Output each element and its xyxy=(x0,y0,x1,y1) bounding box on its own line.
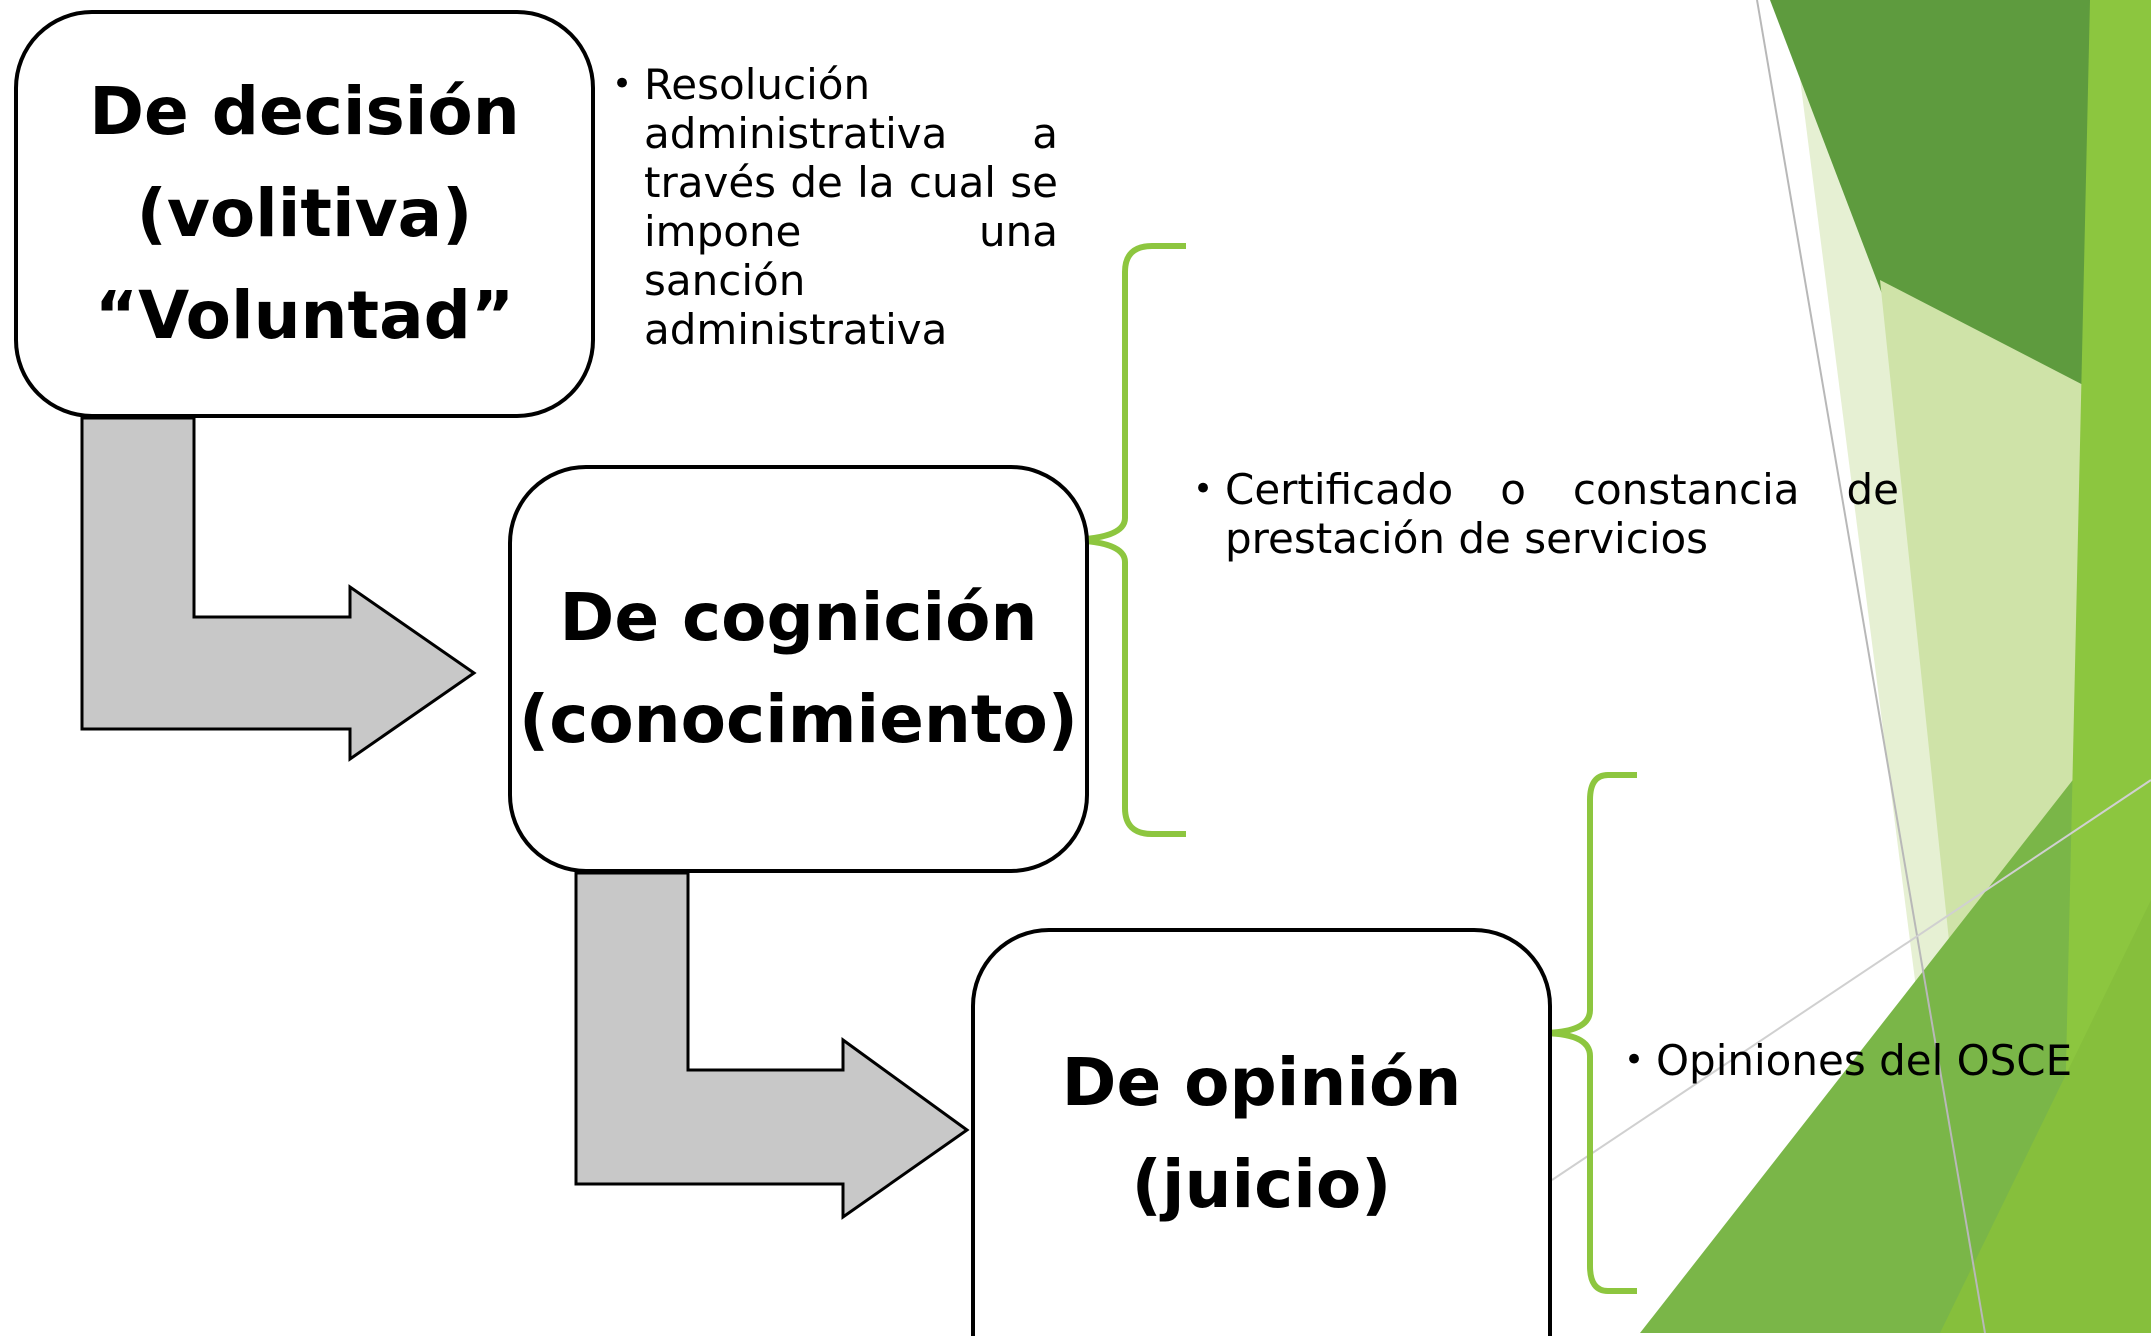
note-cognicion-text: Certificado o constancia de prestación d… xyxy=(1225,465,1899,563)
note-opinion-text: Opiniones del OSCE xyxy=(1656,1036,2073,1085)
arrow-decision-to-cognicion xyxy=(80,416,477,762)
note-cognicion: • Certificado o constancia de prestación… xyxy=(1193,465,1899,563)
box-decision-line-2: (volitiva) xyxy=(136,175,473,252)
bullet-icon: • xyxy=(612,64,633,104)
bullet-icon: • xyxy=(1624,1040,1645,1080)
box-cognicion-line-1: De cognición xyxy=(559,579,1038,656)
note-decision-text: Resolución administrativa a través de la… xyxy=(644,60,1058,354)
box-decision-line-1: De decisión xyxy=(89,73,520,150)
box-decision-line-3: “Voluntad” xyxy=(94,277,515,354)
box-cognicion: De cognición (conocimiento) xyxy=(508,465,1089,873)
box-opinion-line-1: De opinión xyxy=(1061,1044,1462,1121)
deco-thin-line-2 xyxy=(1551,779,2151,1181)
box-opinion-line-2: (juicio) xyxy=(1131,1146,1392,1223)
deco-accent-triangle xyxy=(1940,900,2151,1333)
box-opinion: De opinión (juicio) xyxy=(971,928,1552,1336)
deco-thin-line-1 xyxy=(1756,0,1986,1333)
arrow-cognicion-to-opinion xyxy=(574,871,970,1220)
note-decision: • Resolución administrativa a través de … xyxy=(612,60,1058,354)
box-decision: De decisión (volitiva) “Voluntad” xyxy=(14,10,595,418)
bullet-icon: • xyxy=(1193,469,1214,509)
box-cognicion-line-2: (conocimiento) xyxy=(519,681,1078,758)
note-opinion: • Opiniones del OSCE xyxy=(1624,1036,2151,1085)
brace-opinion xyxy=(1539,772,1637,1294)
